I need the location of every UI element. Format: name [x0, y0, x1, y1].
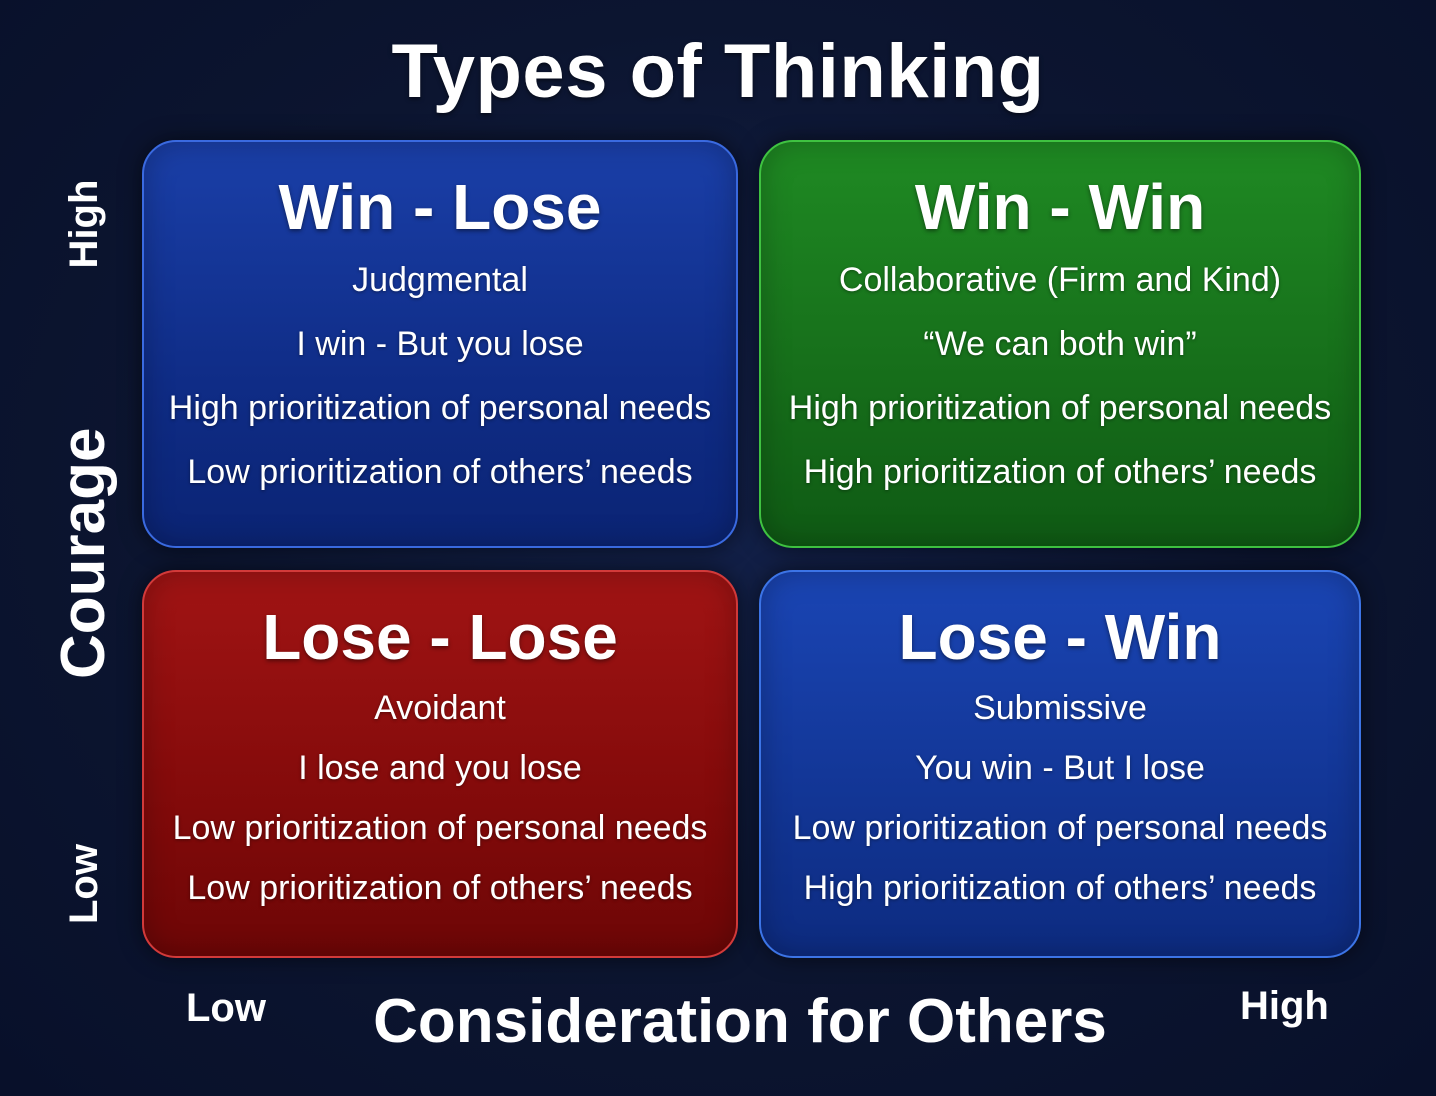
- x-axis-high-label: High: [1240, 984, 1329, 1028]
- quadrant-description: Collaborative (Firm and Kind) “We can bo…: [761, 248, 1359, 504]
- quadrant-description: Avoidant I lose and you lose Low priorit…: [144, 678, 736, 918]
- quadrant-line: Collaborative (Firm and Kind): [838, 261, 1282, 299]
- page-title: Types of Thinking: [391, 29, 1045, 114]
- quadrant-description: Judgmental I win - But you lose High pri…: [144, 248, 736, 504]
- quadrant-heading: Win - Lose: [278, 171, 602, 243]
- y-axis-title: Courage: [49, 427, 118, 679]
- quadrant-line: I lose and you lose: [298, 749, 582, 787]
- quadrant-line: Low prioritization of others’ needs: [187, 453, 693, 491]
- y-axis-low-label: Low: [62, 844, 106, 924]
- quadrant-line: Judgmental: [352, 261, 528, 299]
- quadrant-line: High prioritization of others’ needs: [803, 869, 1317, 907]
- quadrant-line: High prioritization of personal needs: [788, 389, 1332, 427]
- quadrant-line: Submissive: [973, 689, 1147, 727]
- quadrant-line: High prioritization of personal needs: [168, 389, 712, 427]
- quadrant-lose-lose: Lose - Lose Avoidant I lose and you lose…: [142, 570, 738, 958]
- quadrant-line: I win - But you lose: [296, 325, 584, 363]
- quadrant-win-win: Win - Win Collaborative (Firm and Kind) …: [759, 140, 1361, 548]
- quadrant-line: Low prioritization of personal needs: [172, 809, 708, 847]
- quadrant-heading: Lose - Win: [898, 601, 1222, 673]
- quadrant-line: Low prioritization of personal needs: [792, 809, 1328, 847]
- quadrant-line: “We can both win”: [923, 325, 1197, 363]
- quadrant-line: High prioritization of others’ needs: [803, 453, 1317, 491]
- quadrant-line: Low prioritization of others’ needs: [187, 869, 693, 907]
- x-axis-title: Consideration for Others: [373, 987, 1107, 1056]
- quadrant-line: You win - But I lose: [915, 749, 1205, 787]
- quadrant-line: Avoidant: [374, 689, 506, 727]
- quadrant-description: Submissive You win - But I lose Low prio…: [761, 678, 1359, 918]
- quadrant-lose-win: Lose - Win Submissive You win - But I lo…: [759, 570, 1361, 958]
- quadrant-heading: Win - Win: [914, 171, 1206, 243]
- quadrant-win-lose: Win - Lose Judgmental I win - But you lo…: [142, 140, 738, 548]
- x-axis-low-label: Low: [186, 986, 266, 1030]
- y-axis-high-label: High: [62, 179, 106, 269]
- quadrant-heading: Lose - Lose: [262, 601, 618, 673]
